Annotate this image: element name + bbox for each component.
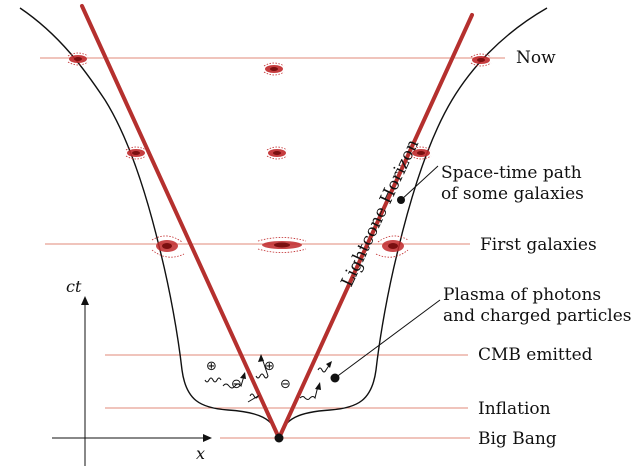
- ct-axis-label: ct: [66, 277, 82, 296]
- galaxies: [67, 52, 492, 258]
- photon-5: [299, 385, 319, 400]
- ct-axis-arrowhead: [81, 296, 89, 305]
- photon-1-arrowhead: [240, 372, 246, 379]
- cmb-label: CMB emitted: [478, 345, 593, 365]
- plus-particle-2: ⊕: [264, 359, 275, 374]
- big-bang-label: Big Bang: [478, 429, 557, 449]
- galaxy-path-right: [278, 7, 548, 439]
- axes: [52, 296, 212, 466]
- horizon-left: [80, 4, 281, 440]
- photon-6-arrowhead: [326, 361, 332, 368]
- galaxy-mid-center: [266, 146, 288, 160]
- photon-wiggles: [204, 354, 332, 403]
- galaxy-path-left: [19, 7, 280, 439]
- galaxy-path-leader: [400, 165, 439, 201]
- plasma-label-line1: Plasma of photons: [443, 285, 601, 305]
- spacetime-path-label-line1: Space-time path: [441, 163, 582, 183]
- horizon-right: [277, 13, 474, 440]
- epoch-labels: Now Space-time path of some galaxies Fir…: [441, 48, 632, 449]
- x-axis-label: x: [196, 444, 205, 463]
- now-label: Now: [516, 48, 556, 68]
- galaxy-first-left: [151, 235, 185, 258]
- galaxy-mid-right: [410, 146, 432, 160]
- galaxy-paths: [19, 7, 548, 439]
- galaxy-now-left: [67, 52, 89, 66]
- photon-4: [247, 393, 260, 403]
- leader-lines: [334, 165, 441, 379]
- photon-1: [222, 375, 245, 389]
- photon-3-arrowhead: [258, 354, 264, 362]
- galaxy-first-center: [257, 237, 307, 253]
- photon-6: [317, 363, 331, 373]
- horizon-label: Lightcone Horizon: [337, 136, 423, 290]
- plasma-leader: [334, 299, 441, 379]
- first-galaxies-label: First galaxies: [480, 235, 597, 255]
- galaxy-first-right: [375, 235, 409, 258]
- x-axis-arrowhead: [203, 434, 212, 442]
- photon-2: [204, 377, 222, 383]
- big-bang-point: [274, 433, 284, 443]
- minus-particle-2: ⊖: [280, 377, 291, 392]
- galaxy-mid-left: [125, 146, 147, 160]
- lightcone-horizon: [80, 4, 474, 440]
- spacetime-path-label-line2: of some galaxies: [441, 184, 584, 204]
- galaxy-now-center: [263, 62, 285, 76]
- inflation-label: Inflation: [478, 399, 551, 419]
- galaxy-now-right: [470, 53, 492, 67]
- photon-5-arrowhead: [315, 382, 321, 390]
- plus-particle-1: ⊕: [206, 359, 217, 374]
- photon-3: [255, 357, 269, 379]
- plasma-label-line2: and charged particles: [443, 306, 632, 326]
